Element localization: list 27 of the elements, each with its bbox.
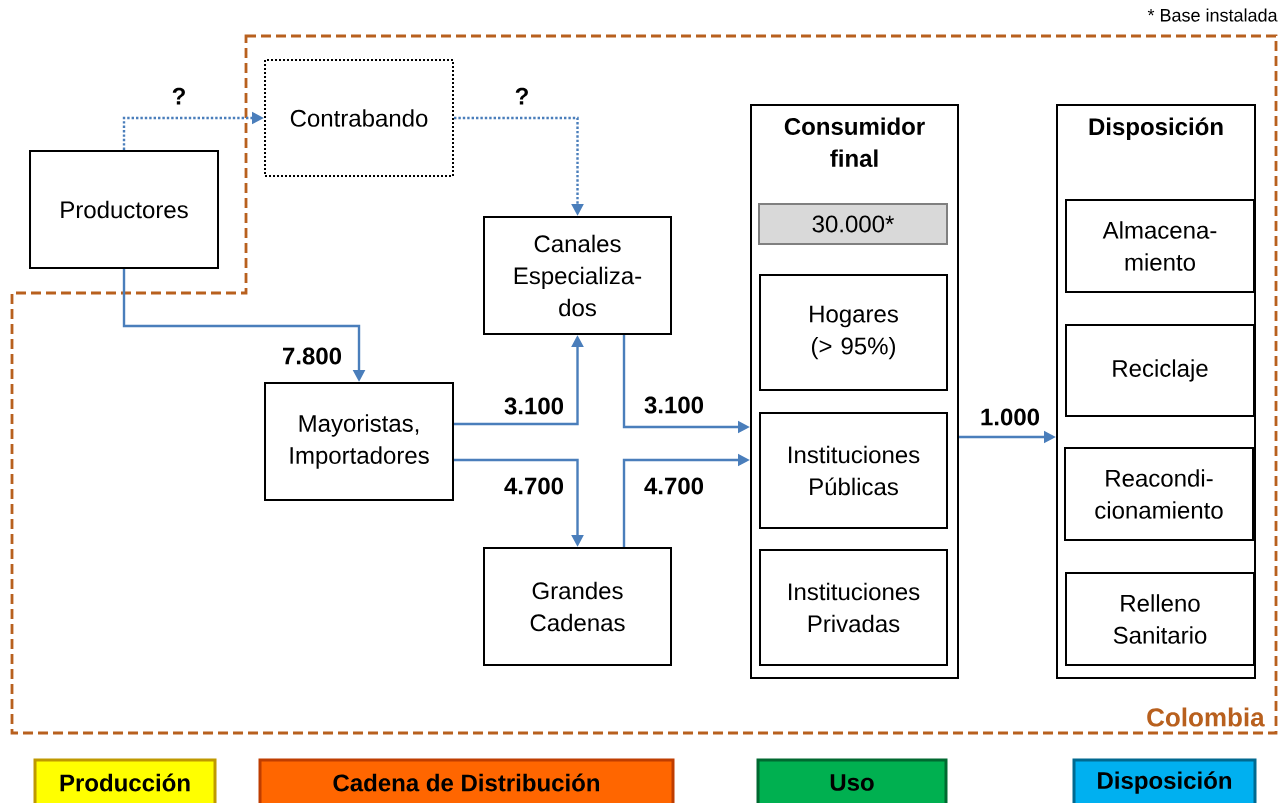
edge-label: 4.700 (641, 475, 707, 497)
process-box: Almacena-miento (1065, 199, 1255, 293)
process-box: Instituciones Privadas (759, 549, 948, 666)
edge-label: 3.100 (641, 394, 707, 416)
legend-bar: Cadena de Distribución (258, 758, 675, 803)
process-box: Productores (29, 150, 219, 269)
legend-bar: Producción (33, 758, 217, 803)
process-box: Reacondi-cionamiento (1064, 447, 1254, 541)
region-label: Colombia (1147, 707, 1265, 727)
edge-label: ? (512, 85, 532, 107)
process-box: Hogares (> 95%) (759, 274, 948, 391)
process-box: Grandes Cadenas (483, 547, 672, 666)
edge-label: 7.800 (280, 345, 345, 367)
process-box: Relleno Sanitario (1065, 572, 1255, 666)
process-box: Mayoristas, Importadores (264, 382, 454, 501)
edge-label: ? (169, 85, 189, 107)
legend-bar: Disposición (1072, 758, 1257, 803)
dotted-box: Contrabando (264, 59, 454, 177)
edge-label: 3.100 (502, 395, 567, 417)
edge-label: 4.700 (502, 475, 567, 497)
process-box: Instituciones Públicas (759, 412, 948, 529)
value-box: 30.000* (758, 203, 948, 245)
process-box: Reciclaje (1065, 324, 1255, 417)
footnote-text: * Base instalada (1147, 8, 1278, 22)
legend-bar: Uso (756, 758, 948, 803)
process-box: Canales Especializa-dos (483, 216, 672, 335)
edge-label: 1.000 (977, 406, 1043, 428)
